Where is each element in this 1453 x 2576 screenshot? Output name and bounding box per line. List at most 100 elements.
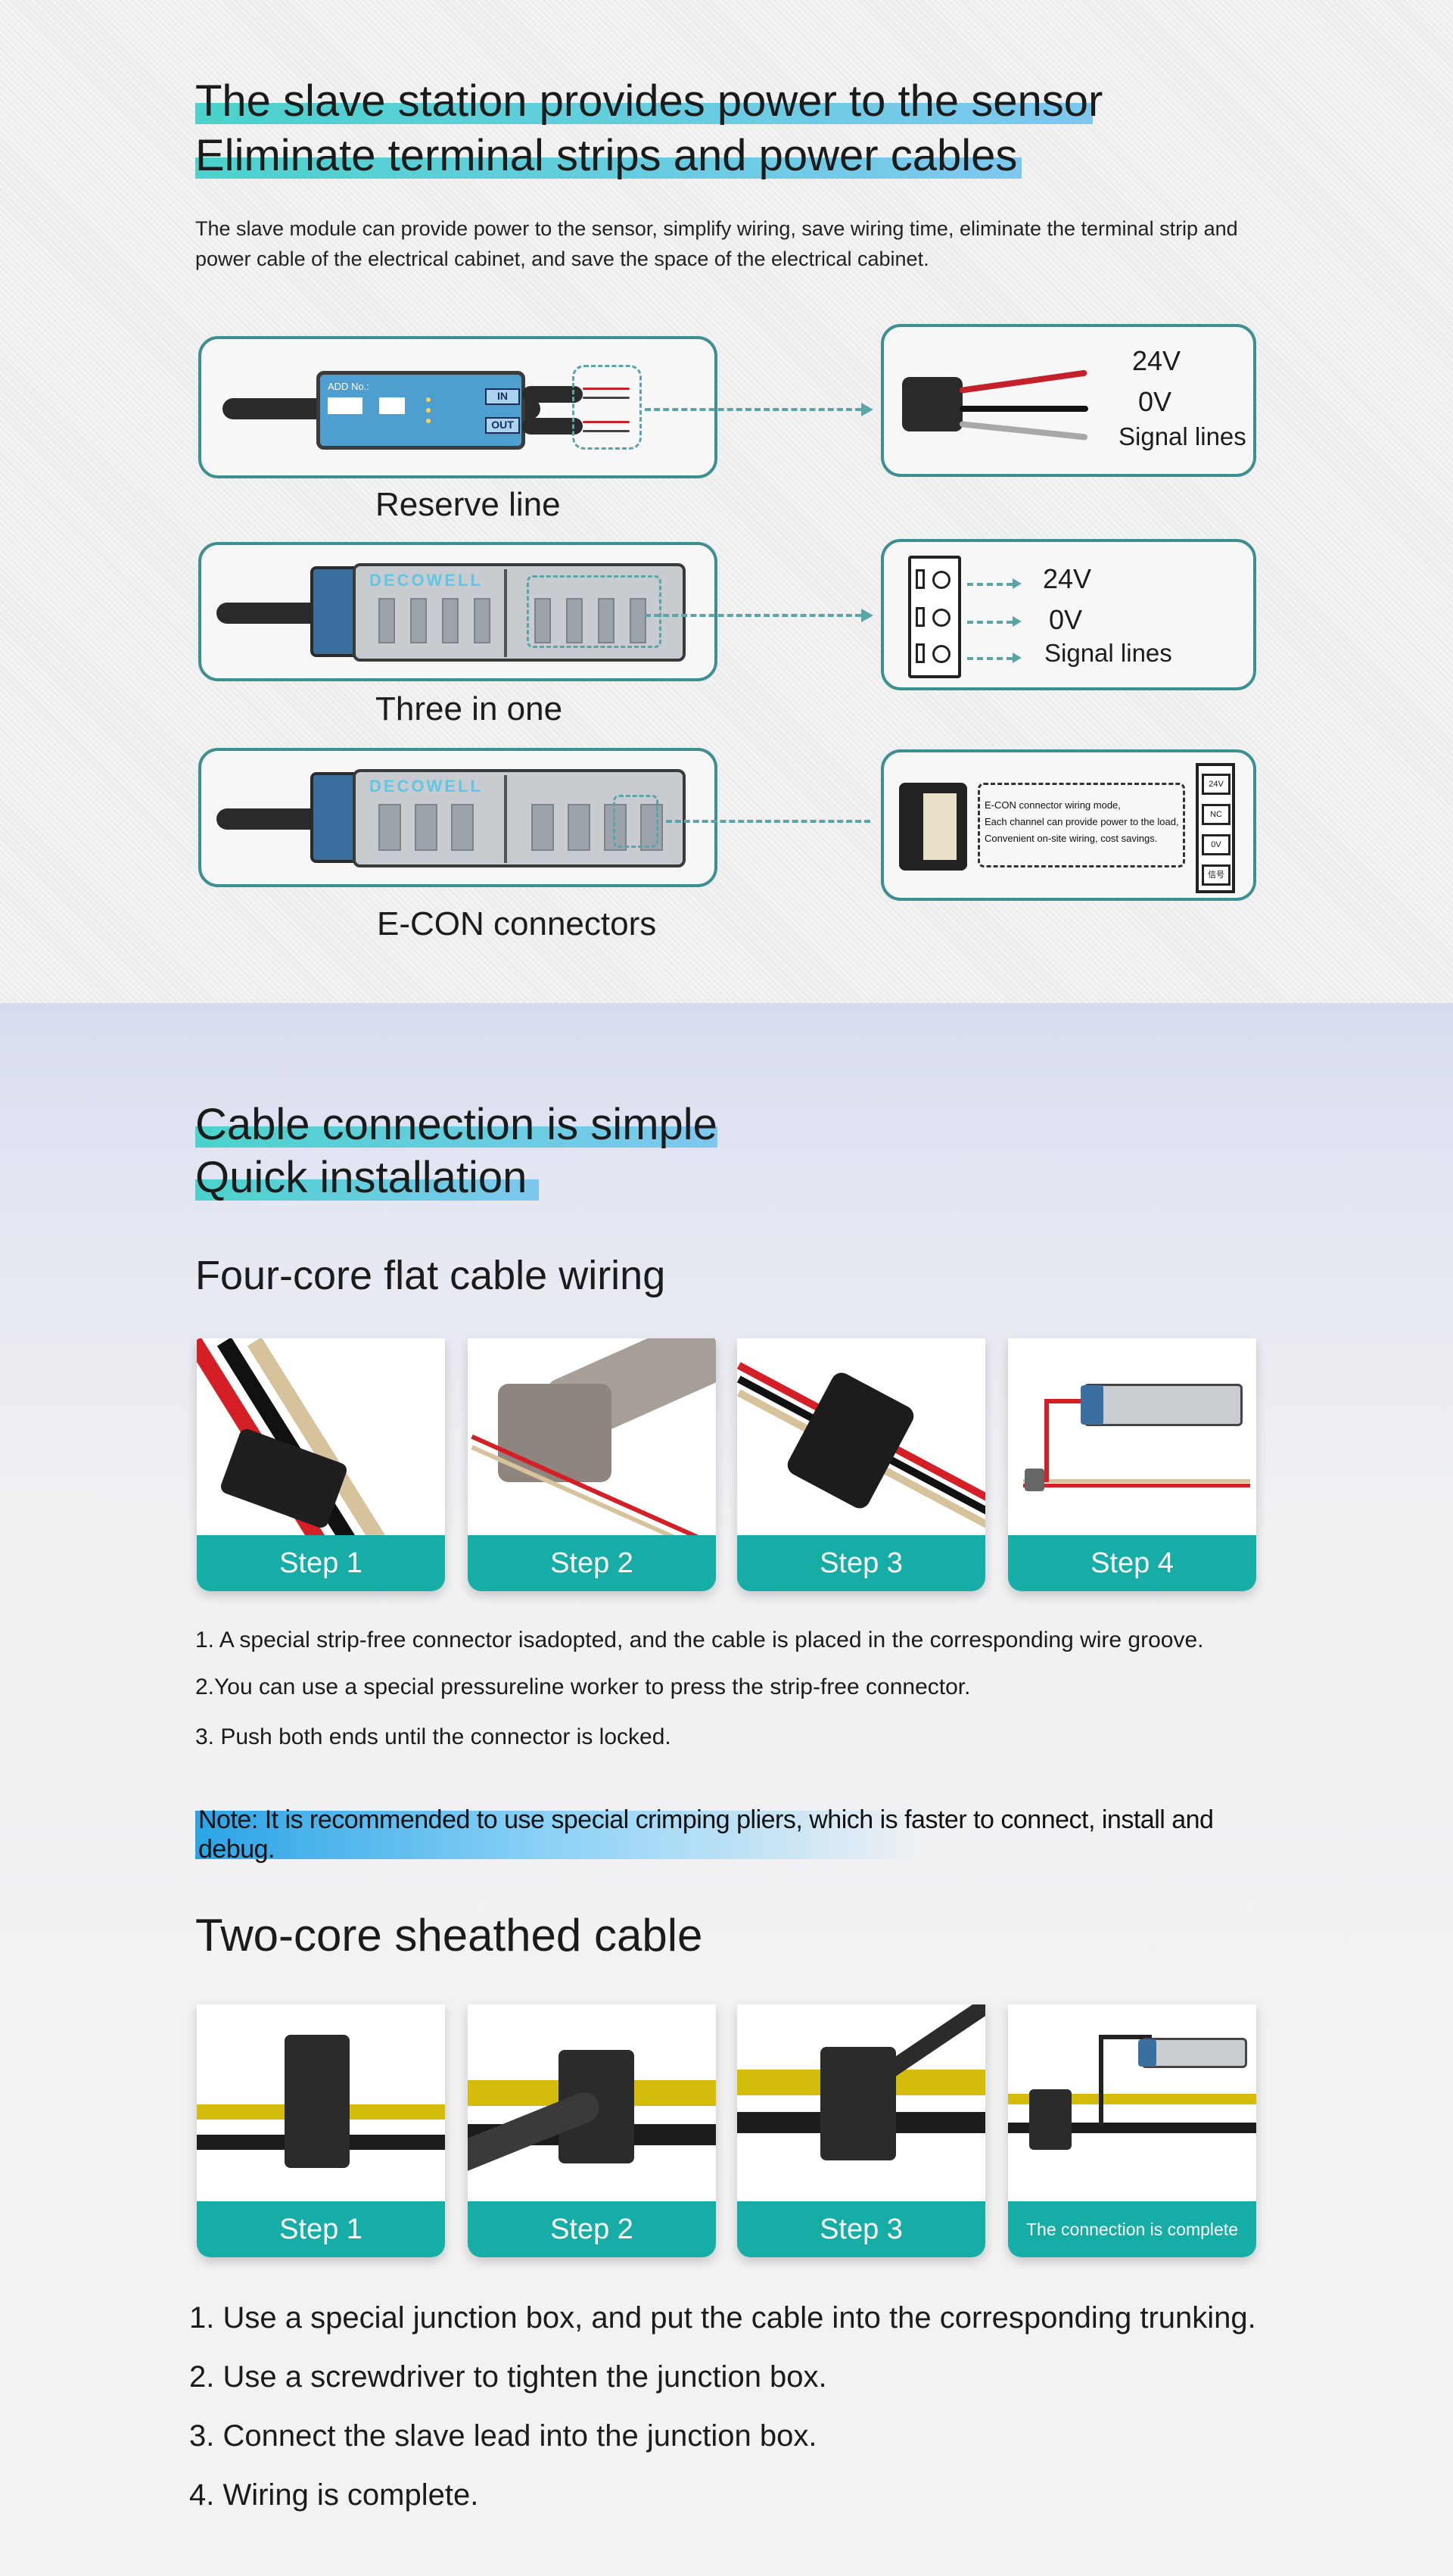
title-highlight <box>195 1126 717 1148</box>
four-core-step-1-card: Step 1 <box>197 1338 445 1591</box>
step-1-label: Step 1 <box>197 2201 445 2257</box>
pin-icon <box>916 643 925 663</box>
device-label-slot <box>328 397 362 414</box>
cable-end-image <box>902 377 963 431</box>
step-3-image <box>737 2004 985 2201</box>
brand-logo: DECOWELL <box>369 777 483 796</box>
wire-label-0v: 0V <box>1049 604 1083 635</box>
screw-icon <box>932 571 951 589</box>
two-core-instruction-4: 4. Wiring is complete. <box>189 2478 479 2512</box>
econ-contacts <box>923 793 957 860</box>
econ-note-box: E-CON connector wiring mode, Each channe… <box>978 783 1185 867</box>
slot <box>378 598 395 643</box>
slot <box>598 598 614 643</box>
pin-arrow-line <box>967 583 1013 586</box>
caption-econ: E-CON connectors <box>377 905 657 942</box>
lead-wire <box>1044 1399 1049 1482</box>
screw-icon <box>932 609 951 627</box>
note-text: Note: It is recommended to use special c… <box>198 1805 1214 1864</box>
step-4-label: The connection is complete <box>1008 2201 1256 2257</box>
connector-body <box>783 1369 918 1512</box>
slot <box>410 598 427 643</box>
lead-wire <box>1044 1399 1090 1403</box>
econ-pin-strip: 24V NC 0V 信号 <box>1196 763 1235 893</box>
section1-intro: The slave module can provide power to th… <box>195 217 1238 270</box>
pin-arrow-line <box>967 621 1013 624</box>
brand-logo: DECOWELL <box>369 571 483 590</box>
section2-title-line2: Quick installation <box>195 1151 539 1205</box>
econ-slot <box>451 804 474 851</box>
title-highlight <box>195 103 1093 124</box>
arrow-right-icon <box>861 609 873 622</box>
title-highlight <box>195 1179 539 1201</box>
slave-lead <box>1099 2035 1103 2126</box>
reserve-line-wires-frame <box>881 324 1256 477</box>
connector-body <box>219 1427 349 1530</box>
slave-lead <box>1099 2035 1152 2039</box>
three-in-one-device-frame: DECOWELL <box>198 542 717 681</box>
econ-note-line: Convenient on-site wiring, cost savings. <box>985 833 1158 844</box>
grey-wire <box>959 421 1088 441</box>
clear-module-image: DECOWELL <box>353 563 686 662</box>
pin-0v: 0V <box>1202 834 1231 855</box>
slot <box>534 598 551 643</box>
connector-arrow-line <box>666 820 870 823</box>
slot <box>474 598 490 643</box>
four-core-instruction-1: 1. A special strip-free connector isadop… <box>195 1628 1204 1652</box>
step-1-image <box>197 1338 445 1535</box>
status-led <box>426 397 431 402</box>
connector-arrow-line <box>645 408 861 411</box>
step-1-label: Step 1 <box>197 1535 445 1591</box>
two-core-step-4-card: The connection is complete <box>1008 2004 1256 2257</box>
wire-label-24v: 24V <box>1043 563 1092 594</box>
caption-three-in-one: Three in one <box>375 690 563 727</box>
module-divider <box>504 569 507 657</box>
econ-slot <box>640 804 663 851</box>
wire-callout-box <box>572 365 642 450</box>
econ-connector-image <box>899 783 967 871</box>
arrow-right-icon <box>861 403 873 416</box>
pin-24v: 24V <box>1202 774 1231 795</box>
reserve-line-device-frame: ADD No.: IN OUT <box>198 336 717 478</box>
title-highlight <box>195 157 1022 179</box>
four-core-instruction-2: 2.You can use a special pressureline wor… <box>195 1674 971 1699</box>
flat-cable <box>1023 1484 1250 1487</box>
two-core-step-1-card: Step 1 <box>197 2004 445 2257</box>
wire-label-signal: Signal lines <box>1044 639 1172 667</box>
black-wire <box>583 397 630 399</box>
step-2-label: Step 2 <box>468 1535 716 1591</box>
step-4-image <box>1008 2004 1256 2201</box>
junction-box <box>1029 2089 1072 2150</box>
section-cable-connection <box>0 1003 1453 2576</box>
wire-label-24v: 24V <box>1132 345 1181 376</box>
two-core-heading: Two-core sheathed cable <box>195 1910 703 1961</box>
wire-callout-box <box>527 575 661 648</box>
slave-module <box>1141 2038 1247 2068</box>
four-core-step-3-card: Step 3 <box>737 1338 985 1591</box>
three-in-one-pins-frame <box>881 539 1256 690</box>
red-wire <box>959 369 1087 394</box>
three-pin-terminal <box>908 556 961 678</box>
wire-label-signal: Signal lines <box>1119 422 1246 450</box>
red-wire <box>583 421 630 423</box>
status-led <box>426 408 431 413</box>
section1-title-line1: The slave station provides power to the … <box>195 76 1103 126</box>
clear-module-image: DECOWELL <box>353 769 686 867</box>
slave-module-image: ADD No.: IN OUT <box>316 371 525 450</box>
slot <box>566 598 583 643</box>
two-core-step-3-card: Step 3 <box>737 2004 985 2257</box>
connector-arrow-line <box>645 614 861 617</box>
pin-icon <box>916 607 925 627</box>
step-1-image <box>197 2004 445 2201</box>
device-add-label: ADD No.: <box>328 381 369 392</box>
junction-box <box>285 2035 350 2168</box>
section1-title-line2: Eliminate terminal strips and power cabl… <box>195 129 1022 183</box>
recommendation-note: Note: It is recommended to use special c… <box>195 1805 1247 1864</box>
econ-slot <box>531 804 554 851</box>
section2-title-line1: Cable connection is simple <box>195 1100 717 1149</box>
flat-cable <box>1023 1479 1250 1483</box>
step-3-image <box>737 1338 985 1535</box>
two-core-step-2-card: Step 2 <box>468 2004 716 2257</box>
black-wire <box>583 430 630 432</box>
blue-endcap <box>1081 1385 1103 1425</box>
